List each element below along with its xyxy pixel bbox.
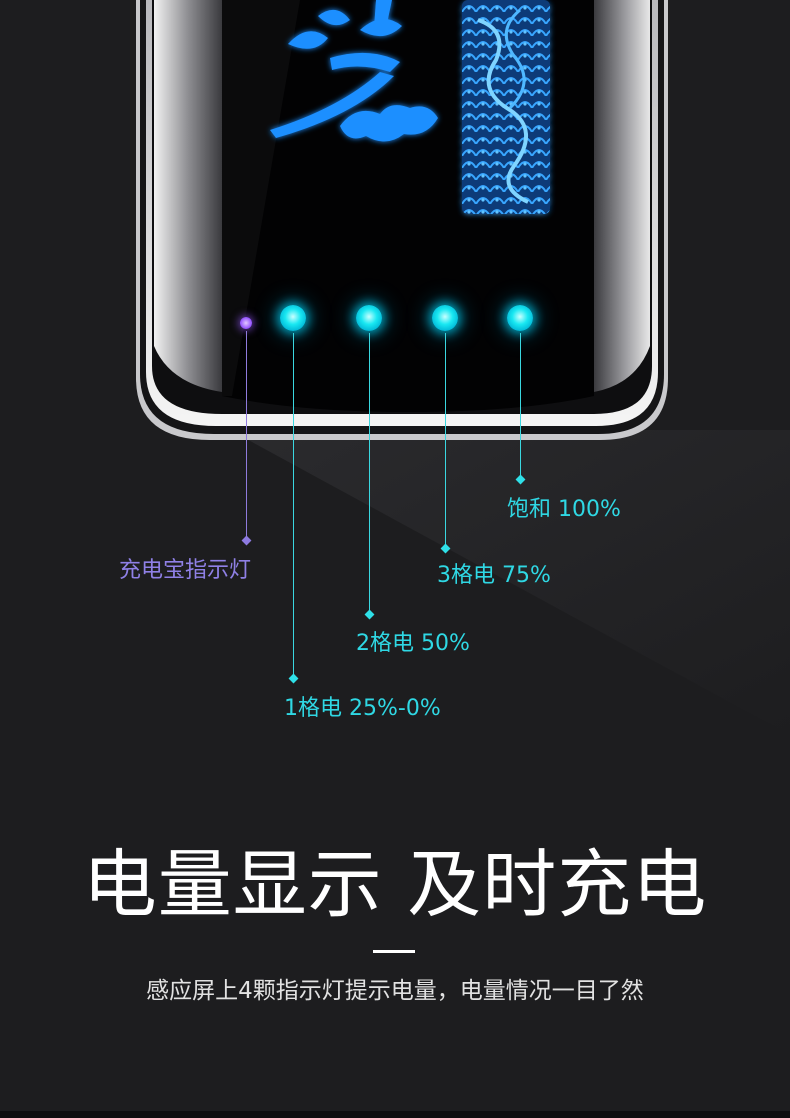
headline-divider [373, 950, 415, 953]
battery-light-2-leader-line [369, 333, 370, 611]
lighter-device [136, 0, 668, 440]
battery-level-2-label: 2格电 50% [356, 631, 470, 656]
battery-level-1-label: 1格电 25%-0% [284, 696, 441, 721]
battery-light-4 [507, 305, 533, 331]
battery-light-2 [356, 305, 382, 331]
subline: 感应屏上4颗指示灯提示电量，电量情况一目了然 [146, 978, 644, 1004]
battery-light-1 [280, 305, 306, 331]
power-bank-indicator-light [240, 317, 252, 329]
battery-light-3-leader-line [445, 333, 446, 545]
power-bank-indicator-label: 充电宝指示灯 [119, 558, 252, 583]
battery-light-3 [432, 305, 458, 331]
battery-light-1-leader-line [293, 333, 294, 675]
headline: 电量显示 及时充电 [82, 842, 708, 928]
power-bank-leader-line [246, 331, 247, 538]
bottom-edge [0, 1111, 790, 1118]
battery-level-3-label: 3格电 75% [437, 563, 551, 588]
battery-level-4-label: 饱和 100% [507, 497, 621, 522]
battery-light-4-leader-line [520, 333, 521, 476]
